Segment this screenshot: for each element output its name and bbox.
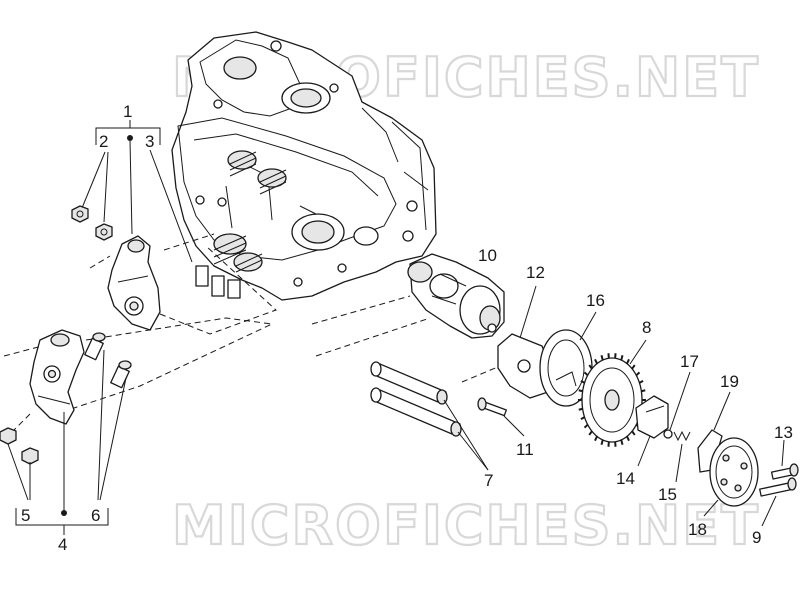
sprocket-tooth <box>578 407 583 411</box>
callout-9: 9 <box>752 528 761 547</box>
bracket-group-1 <box>81 120 193 263</box>
sprocket-tooth <box>578 389 583 393</box>
sprocket-tooth <box>600 439 604 445</box>
nut-5b <box>21 447 39 465</box>
sprocket-tooth <box>580 416 586 420</box>
sprocket-tooth <box>583 423 589 429</box>
sprocket-tooth <box>583 371 589 377</box>
bracket-group-4 <box>7 349 127 535</box>
camshaft <box>407 253 505 339</box>
sprocket-tooth <box>626 358 630 365</box>
cam-sprocket <box>578 353 646 447</box>
callout-1: 1 <box>123 102 132 121</box>
sprocket-tooth <box>620 355 624 361</box>
callout-3: 3 <box>145 132 154 151</box>
callout-6: 6 <box>91 506 100 525</box>
callout-2: 2 <box>99 132 108 151</box>
bolt-13 <box>770 463 799 480</box>
camshaft-retainer-plate <box>497 333 553 399</box>
sprocket-tooth <box>641 389 646 393</box>
sprocket-tooth <box>594 358 598 365</box>
nut-2a <box>71 205 89 223</box>
sprocket-tooth <box>635 371 641 377</box>
adjuster-screw-a <box>84 332 106 361</box>
pin-17 <box>663 429 673 439</box>
watermark-bottom: MICROFICHES.NET <box>172 494 760 557</box>
nut-5a <box>0 427 17 445</box>
nut-2b <box>95 223 113 241</box>
cylinder-head <box>171 31 437 301</box>
sprocket-tooth <box>631 364 636 370</box>
callout-19: 19 <box>720 372 739 391</box>
callout-15: 15 <box>658 485 677 504</box>
rocker-shaft-a <box>370 361 448 405</box>
callout-13: 13 <box>774 423 793 442</box>
callout-5: 5 <box>21 506 30 525</box>
rocker-arm-upper <box>107 235 161 331</box>
rocker-shaft-b <box>370 387 462 437</box>
callout-17: 17 <box>680 352 699 371</box>
sprocket-tooth <box>588 430 593 436</box>
spring-15 <box>673 430 691 442</box>
sprocket-tooth <box>588 364 593 370</box>
sprocket-tooth <box>594 435 598 442</box>
adjuster-screw-b <box>110 360 132 389</box>
sprocket-tooth <box>600 355 604 361</box>
callout-7: 7 <box>484 471 493 490</box>
sprocket-cover <box>709 437 759 507</box>
sprocket-tooth <box>580 380 586 384</box>
bolt-9 <box>759 477 797 497</box>
callout-11: 11 <box>516 440 534 459</box>
sprocket-tooth <box>620 439 624 445</box>
sprocket-tooth <box>638 380 644 384</box>
callout-4: 4 <box>58 535 67 554</box>
callout-10: 10 <box>478 246 497 265</box>
callout-8: 8 <box>642 318 651 337</box>
callouts: 1 2 3 4 5 6 7 8 9 10 11 12 13 14 15 16 1… <box>21 102 793 554</box>
bolt-11 <box>477 397 508 417</box>
sprocket-tooth <box>626 435 630 442</box>
decompressor-disc <box>539 329 593 407</box>
rocker-arm-lower <box>29 329 85 425</box>
callout-18: 18 <box>688 520 707 539</box>
callout-12: 12 <box>526 263 545 282</box>
decompressor-weight <box>635 395 669 439</box>
callout-14: 14 <box>616 469 635 488</box>
callout-16: 16 <box>586 291 605 310</box>
sprocket-tooth <box>631 430 636 436</box>
